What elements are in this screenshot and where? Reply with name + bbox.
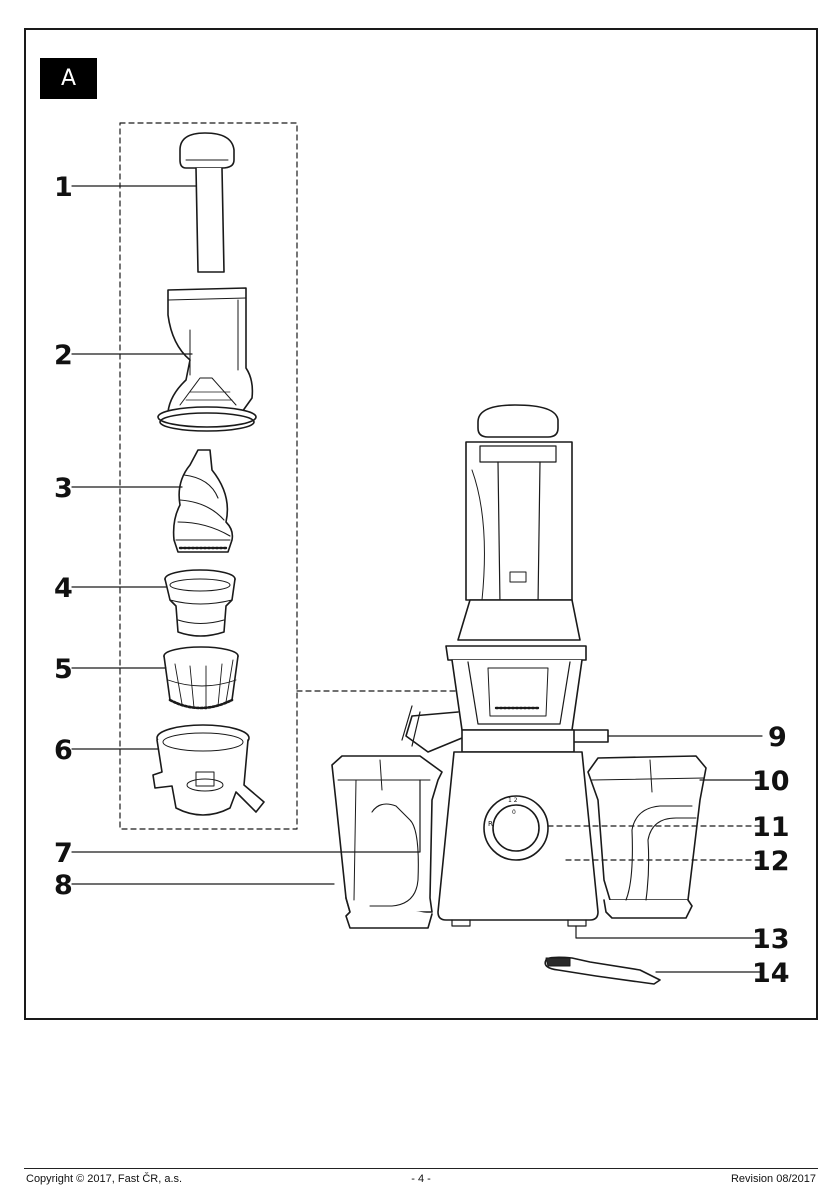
- callout-5: 5: [54, 656, 73, 683]
- part-5-strainer: [164, 647, 238, 709]
- dial-reverse-mark: R: [488, 820, 493, 828]
- part-1-pusher: [180, 133, 234, 272]
- dial-speed-marks: 1 2: [508, 797, 518, 804]
- part-3-auger: [174, 450, 233, 552]
- pulp-container: [332, 756, 442, 928]
- callout-7: 7: [54, 840, 73, 867]
- part-4-rotating-brush: [165, 570, 235, 636]
- callout-13: 13: [752, 926, 790, 953]
- part-14-cleaning-brush: [545, 957, 660, 984]
- footer-page-number: - 4 -: [24, 1173, 818, 1185]
- callout-2: 2: [54, 342, 73, 369]
- callout-12: 12: [752, 848, 790, 875]
- callout-3: 3: [54, 475, 73, 502]
- callout-4: 4: [54, 575, 73, 602]
- part-6-bowl: [153, 725, 264, 815]
- juice-container: [588, 756, 706, 918]
- page-footer: Copyright © 2017, Fast ČR, a.s. - 4 - Re…: [24, 1168, 818, 1169]
- footer-revision: Revision 08/2017: [731, 1173, 816, 1185]
- assembled-juicer: R 1 2 0: [402, 405, 608, 926]
- callout-9: 9: [768, 724, 787, 751]
- callout-11: 11: [752, 814, 790, 841]
- dial-off-mark: 0: [512, 809, 516, 816]
- callout-6: 6: [54, 737, 73, 764]
- part-2-lid: [158, 288, 256, 431]
- callout-1: 1: [54, 174, 73, 201]
- callout-8: 8: [54, 872, 73, 899]
- callout-10: 10: [752, 768, 790, 795]
- callout-14: 14: [752, 960, 790, 987]
